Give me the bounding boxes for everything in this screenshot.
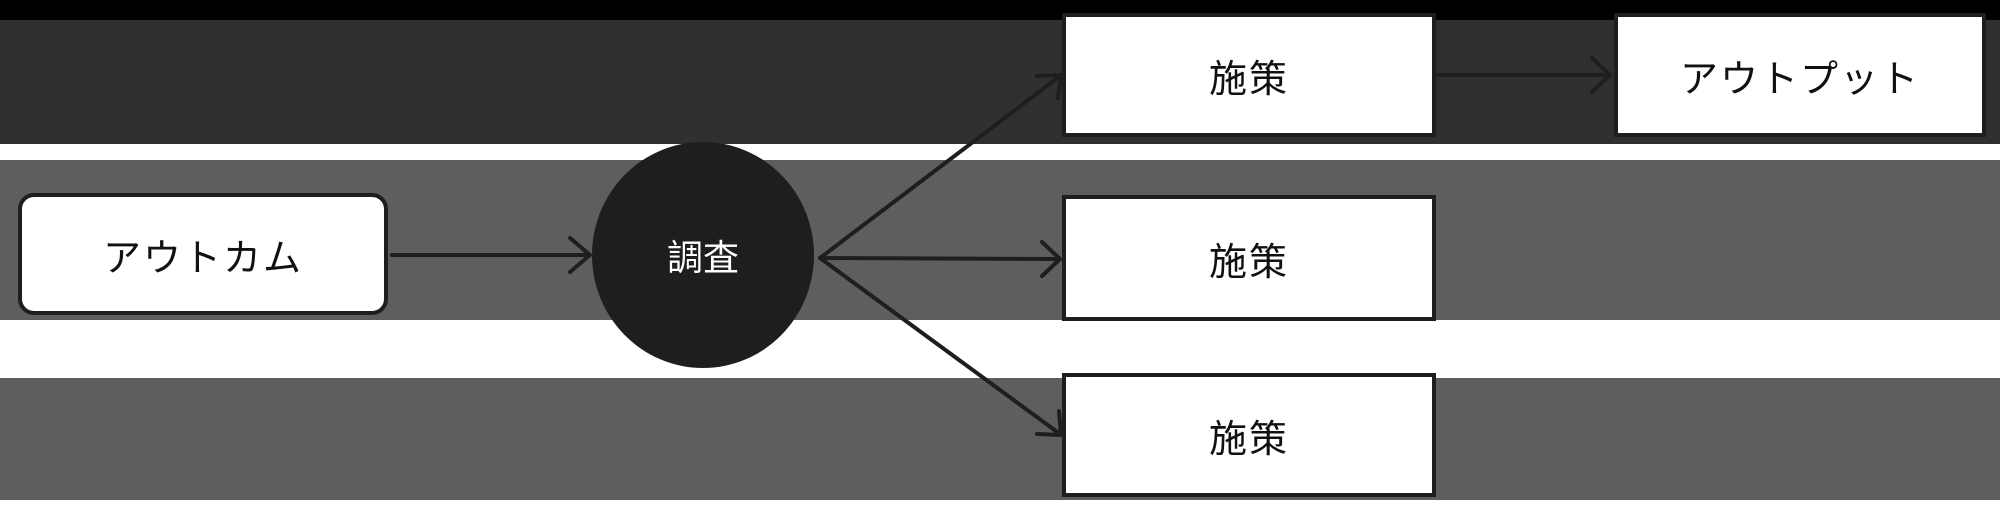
edge-survey-measure-2 <box>818 256 1060 261</box>
measure-label-3: 施策 <box>1208 416 1289 461</box>
edge-survey-measure-3 <box>818 256 1062 436</box>
measure-node-2: 施策 <box>1062 195 1436 321</box>
background-band-light <box>0 144 2000 160</box>
outcome-label: アウトカム <box>102 235 303 280</box>
arrowhead-outcome-survey <box>568 236 592 274</box>
background-band-bottom <box>0 378 2000 500</box>
measure-node-1: 施策 <box>1062 13 1436 137</box>
background-band-foot <box>0 500 2000 512</box>
arrowhead-survey-measure-1 <box>1035 73 1063 100</box>
survey-node: 調査 <box>592 142 814 368</box>
background-band-light-2 <box>0 320 2000 378</box>
arrowhead-survey-measure-2 <box>1040 240 1062 278</box>
survey-label: 調査 <box>666 238 739 279</box>
outcome-node: アウトカム <box>18 193 388 315</box>
output-label: アウトプット <box>1679 56 1920 101</box>
output-node: アウトプット <box>1614 13 1986 137</box>
measure-label-1: 施策 <box>1208 56 1289 101</box>
arrowhead-survey-measure-3 <box>1035 409 1063 437</box>
arrowhead-measure-1-output <box>1590 56 1612 94</box>
measure-label-2: 施策 <box>1208 239 1289 284</box>
edge-survey-measure-1 <box>818 74 1062 260</box>
background-band-top <box>0 0 2000 20</box>
measure-node-3: 施策 <box>1062 373 1436 497</box>
